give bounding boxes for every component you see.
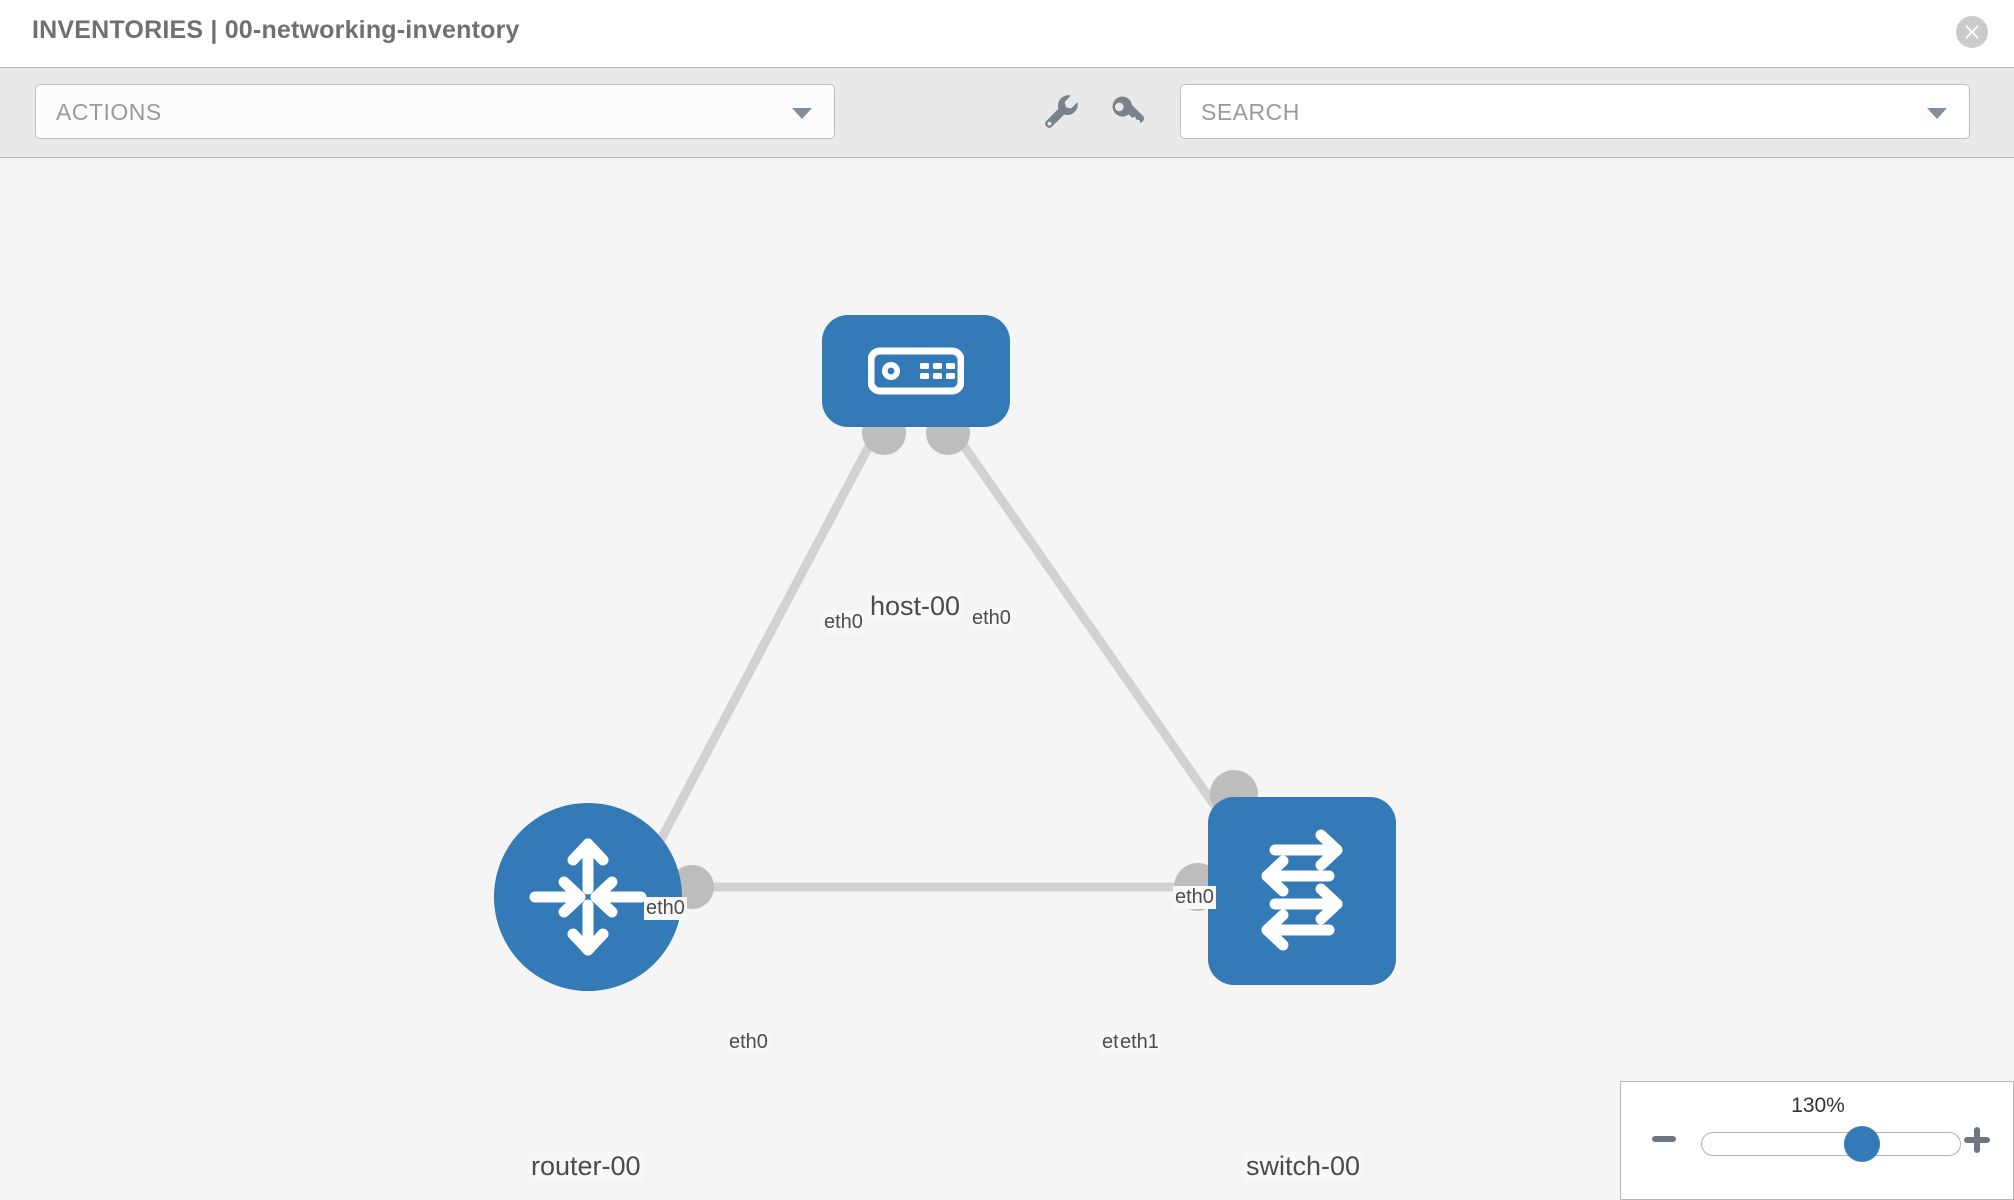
link-host-router[interactable] <box>636 426 882 882</box>
node-label-host-00: host-00 <box>868 591 963 622</box>
router-arrows-icon <box>529 838 647 956</box>
minus-icon[interactable] <box>1651 1126 1677 1157</box>
port-label-host-left: eth0 <box>822 611 865 634</box>
search-placeholder: SEARCH <box>1201 99 1300 125</box>
server-icon <box>868 347 964 395</box>
zoom-control-panel: 130% <box>1620 1081 2014 1200</box>
port-label-host-right: eth0 <box>970 607 1013 630</box>
switch-arrows-icon <box>1261 829 1343 951</box>
page-title: INVENTORIES | 00-networking-inventory <box>32 16 520 44</box>
actions-dropdown[interactable]: ACTIONS <box>35 84 835 139</box>
chevron-down-icon[interactable] <box>1927 108 1947 119</box>
plus-icon[interactable] <box>1963 1126 1991 1159</box>
search-input[interactable]: SEARCH <box>1180 84 1970 139</box>
key-icon[interactable] <box>1105 88 1151 134</box>
wrench-icon[interactable] <box>1037 88 1083 134</box>
chevron-down-icon <box>792 108 812 119</box>
toolbar: ACTIONS SEARCH <box>0 68 2014 158</box>
page-header: INVENTORIES | 00-networking-inventory <box>0 0 2014 68</box>
zoom-slider-handle[interactable] <box>1844 1126 1881 1162</box>
port-label-switch-up: eth0 <box>1173 886 1216 909</box>
node-label-router-00: router-00 <box>529 1151 643 1182</box>
port-label-switch-left-b: eth1 <box>1118 1031 1161 1054</box>
close-icon[interactable] <box>1956 16 1988 48</box>
node-host-00[interactable] <box>822 315 1010 427</box>
actions-dropdown-label: ACTIONS <box>56 99 162 125</box>
topology-links <box>636 411 1258 911</box>
node-switch-00[interactable] <box>1208 797 1396 985</box>
link-host-switch[interactable] <box>948 426 1249 852</box>
node-label-switch-00: switch-00 <box>1244 1151 1363 1182</box>
zoom-slider-track[interactable] <box>1701 1132 1961 1156</box>
topology-canvas[interactable]: host-00 router-00 switch-00 eth0 eth0 et… <box>0 159 2014 1200</box>
port-label-router-right: eth0 <box>727 1031 770 1054</box>
zoom-level-value: 130% <box>1791 1094 1845 1117</box>
port-label-router-up: eth0 <box>644 897 687 920</box>
